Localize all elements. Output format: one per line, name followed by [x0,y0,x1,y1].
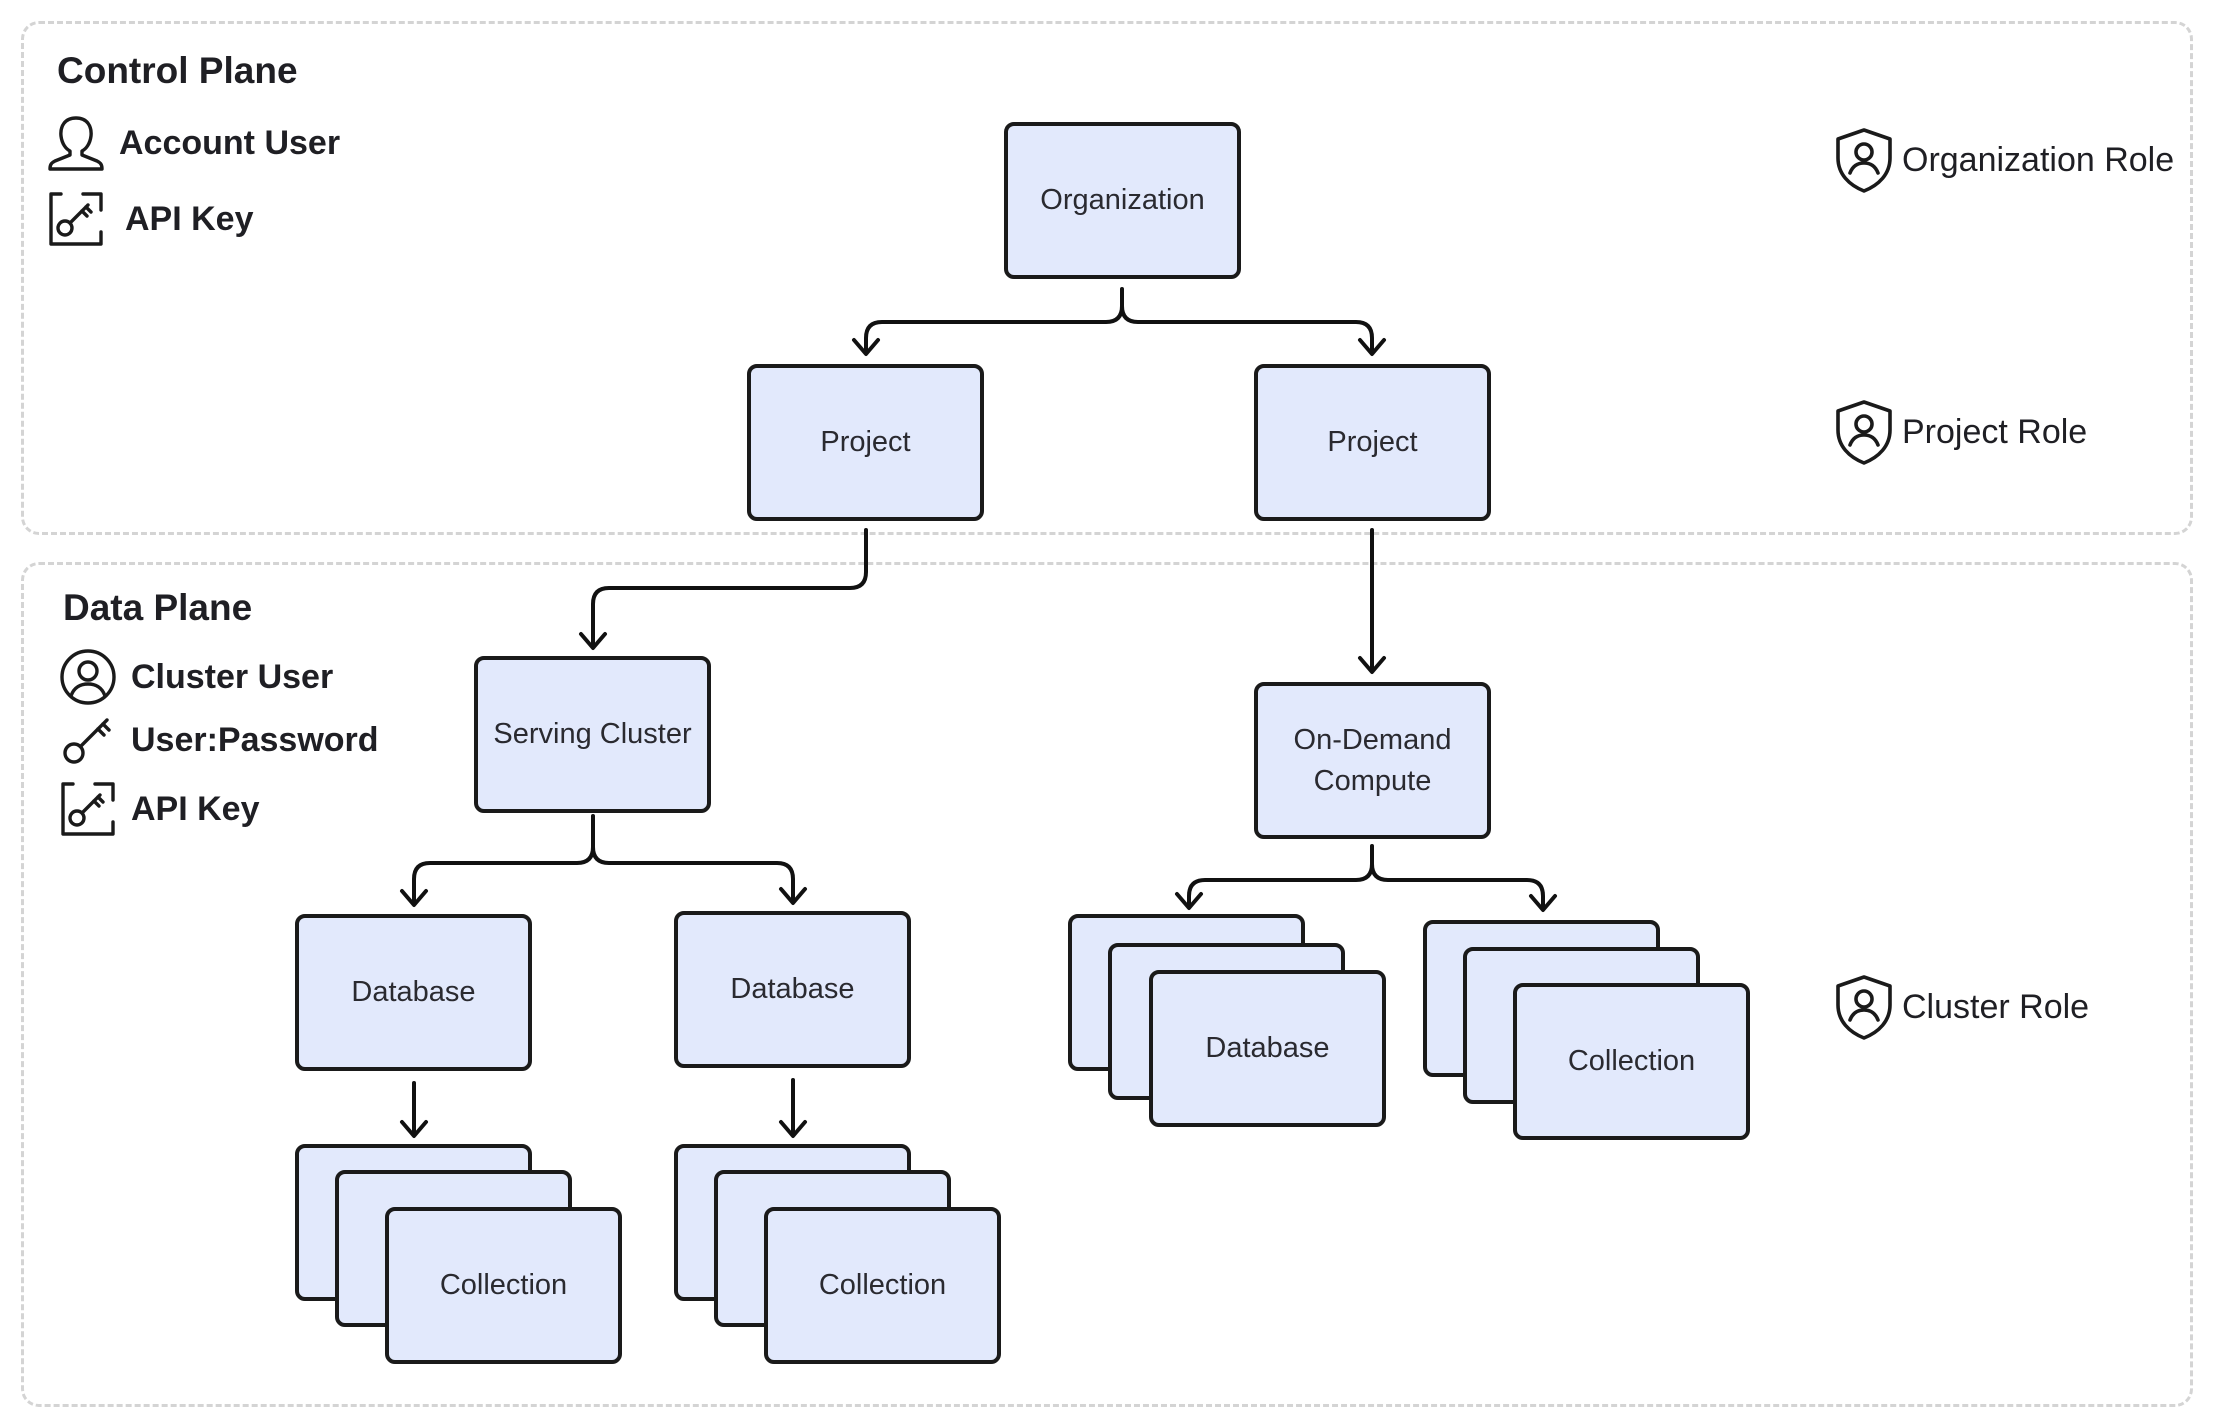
shield-user-icon [1832,398,1896,466]
role-project: Project Role [1832,398,2087,466]
node-project-left-label: Project [820,426,911,459]
node-serving-cluster: Serving Cluster [474,656,711,813]
legend-account-user-label: Account User [119,123,341,162]
node-organization: Organization [1004,122,1241,279]
node-collection-stack-right-front: Collection [1513,983,1750,1140]
account-user-icon [45,112,107,174]
legend-data-api-key-label: API Key [131,789,260,828]
node-project-left: Project [747,364,984,521]
node-on-demand-compute-line1: On-Demand [1293,723,1452,756]
node-organization-label: Organization [1040,184,1205,217]
shield-user-icon [1832,973,1896,1041]
node-serving-cluster-label: Serving Cluster [493,718,692,751]
node-collection-stack-left-label: Collection [439,1269,568,1302]
legend-control-api-key: API Key [45,188,254,250]
node-project-right: Project [1254,364,1491,521]
node-database-mid-label: Database [730,973,855,1006]
api-key-icon [57,778,119,840]
legend-data-api-key: API Key [57,778,260,840]
control-plane-title: Control Plane [57,50,298,91]
node-database-mid: Database [674,911,911,1068]
shield-user-icon [1832,126,1896,194]
control-plane-region [21,21,2193,535]
key-icon [57,709,119,771]
data-plane-title: Data Plane [63,587,253,628]
role-cluster: Cluster Role [1832,973,2089,1041]
legend-user-password-label: User:Password [131,720,379,759]
node-database-stack-front: Database [1149,970,1386,1127]
node-project-right-label: Project [1327,426,1418,459]
api-key-icon [45,188,107,250]
legend-cluster-user-label: Cluster User [131,657,334,696]
node-collection-stack-mid-label: Collection [818,1269,947,1302]
node-database-stack-label: Database [1205,1032,1330,1065]
node-collection-stack-left-front: Collection [385,1207,622,1364]
role-cluster-label: Cluster Role [1902,987,2090,1026]
node-on-demand-compute: On-Demand Compute [1254,682,1491,839]
legend-user-password: User:Password [57,709,379,771]
role-organization-label: Organization Role [1902,140,2175,179]
node-on-demand-compute-line2: Compute [1313,764,1432,797]
legend-cluster-user: Cluster User [57,646,333,708]
role-project-label: Project Role [1902,412,2088,451]
data-plane-region [21,562,2193,1407]
node-collection-stack-mid-front: Collection [764,1207,1001,1364]
node-database-left: Database [295,914,532,1071]
role-organization: Organization Role [1832,126,2174,194]
legend-control-api-key-label: API Key [125,199,254,238]
cluster-user-icon [57,646,119,708]
node-database-left-label: Database [351,976,476,1009]
legend-account-user: Account User [45,112,340,174]
node-collection-stack-right-label: Collection [1567,1045,1696,1078]
